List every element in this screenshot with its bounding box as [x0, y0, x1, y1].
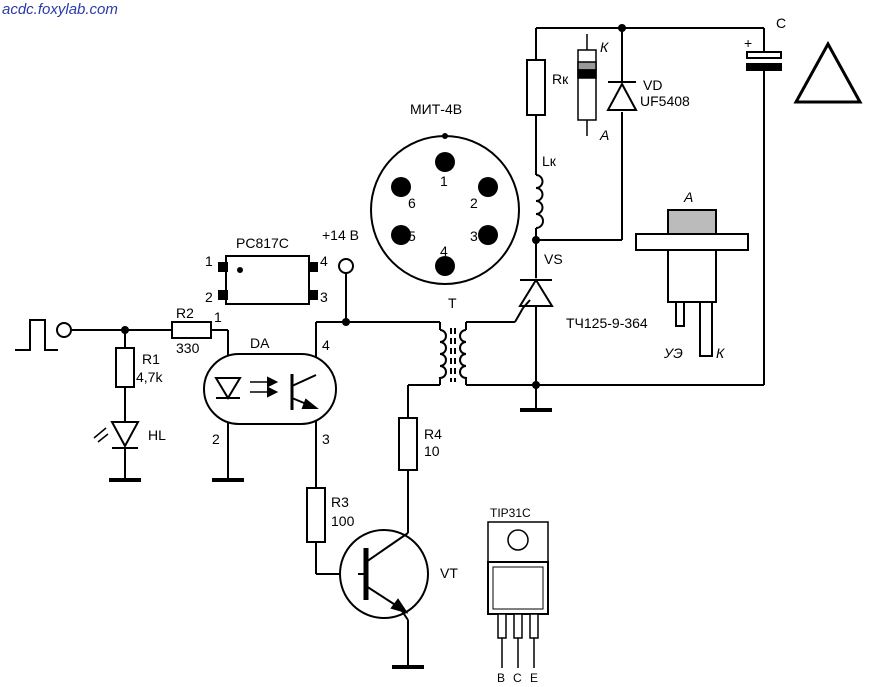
warning-icon	[793, 40, 863, 104]
tch125-gate-label: УЭ	[663, 345, 683, 361]
lk-ref: Lк	[542, 153, 557, 169]
rk-ref: Rк	[552, 71, 569, 87]
mit4v-socket	[370, 133, 520, 285]
r4-value: 10	[424, 443, 440, 459]
pc817-pin-3: 3	[320, 289, 328, 305]
tip31c-package	[487, 521, 549, 668]
tch125-cathode-label: К	[716, 345, 725, 361]
pulse-symbol	[15, 319, 58, 351]
pc817-pin-1: 1	[205, 253, 213, 269]
capacitor-polarity: +	[744, 35, 752, 51]
capacitor-c	[746, 51, 782, 71]
r3-ref: R3	[331, 494, 349, 510]
wiring	[15, 27, 765, 667]
da-ref: DA	[250, 335, 270, 351]
vd-ref: VD	[643, 77, 662, 93]
vs-thyristor	[518, 278, 554, 309]
tch125-part: ТЧ125-9-364	[566, 315, 648, 331]
da-pin-3: 3	[322, 431, 330, 447]
r1-value: 4,7k	[136, 369, 163, 385]
vt-transistor	[339, 529, 429, 621]
r3-value: 100	[331, 513, 355, 529]
tip31c-part: TIP31C	[490, 506, 531, 520]
pc817-part: PC817C	[236, 235, 289, 251]
mit4v-pin-3: 3	[470, 228, 478, 244]
pc817-pin-4: 4	[320, 253, 328, 269]
pc817-pin-2: 2	[205, 289, 213, 305]
junctions	[121, 24, 626, 389]
vd-anode-label: A	[599, 127, 609, 143]
capacitor-ref: C	[776, 15, 786, 31]
da-optocoupler	[203, 353, 337, 425]
lk-inductor	[535, 174, 544, 229]
mit4v-pin-1: 1	[440, 173, 448, 189]
vd-diode	[606, 81, 638, 111]
watermark-text: acdc.foxylab.com	[2, 1, 118, 18]
r2-resistor	[171, 321, 212, 339]
r4-resistor	[398, 417, 418, 471]
tip31c-pin-c: C	[513, 671, 522, 685]
vd-cathode-label: К	[600, 39, 609, 55]
r4-ref: R4	[424, 426, 442, 442]
vs-ref: VS	[544, 251, 563, 267]
transformer-ref: T	[448, 295, 457, 311]
mit4v-pin-6: 6	[408, 195, 416, 211]
pc817-package	[218, 255, 318, 305]
rk-resistor	[526, 59, 546, 116]
tch125-anode-label: A	[683, 189, 693, 205]
r2-value: 330	[176, 340, 200, 356]
r3-resistor	[306, 487, 326, 543]
mit4v-pin-4: 4	[440, 243, 448, 259]
uf5408-package	[577, 34, 597, 136]
transformer-t	[438, 322, 468, 385]
supply-label: +14 В	[322, 227, 359, 243]
input-terminal	[56, 322, 72, 338]
da-pin-2: 2	[212, 431, 220, 447]
da-pin-4: 4	[322, 337, 330, 353]
supply-terminal	[338, 258, 354, 274]
ground-symbols	[109, 408, 552, 669]
vt-ref: VT	[440, 565, 458, 581]
hl-ref: HL	[148, 427, 166, 443]
r1-ref: R1	[142, 351, 160, 367]
mit4v-name: МИТ-4В	[410, 101, 462, 117]
hl-led	[93, 421, 140, 449]
r2-ref: R2	[176, 305, 194, 321]
tch125-package	[635, 209, 749, 357]
mit4v-pin-2: 2	[470, 195, 478, 211]
da-pin-1: 1	[214, 309, 222, 325]
r1-resistor	[115, 347, 135, 388]
tip31c-pin-b: B	[497, 671, 505, 685]
vd-part: UF5408	[640, 93, 690, 109]
mit4v-pin-5: 5	[408, 228, 416, 244]
tip31c-pin-e: E	[530, 671, 538, 685]
